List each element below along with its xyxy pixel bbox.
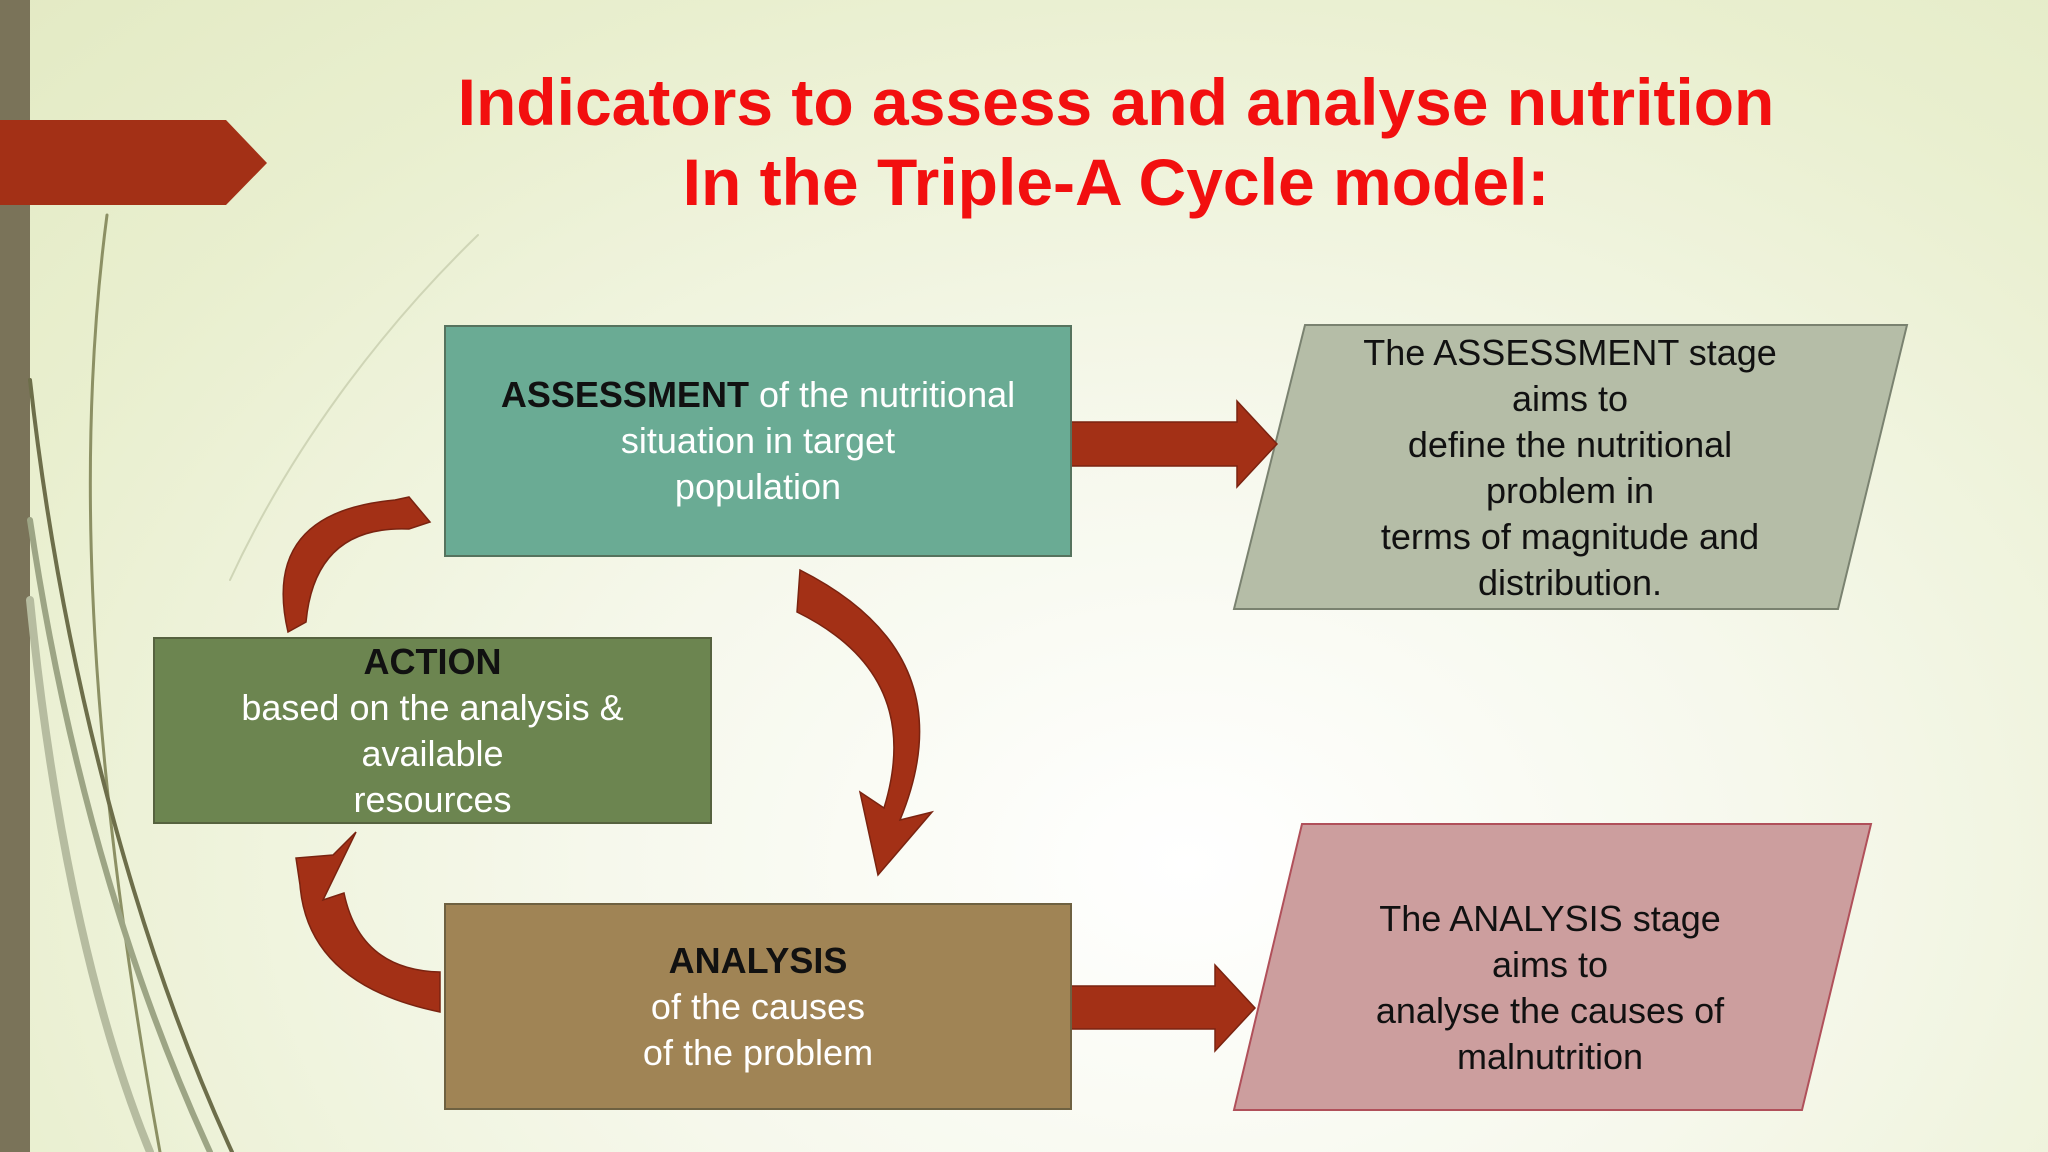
analysis-desc-line: The ANALYSIS stage [1379,898,1721,939]
action-box[interactable]: ACTION based on the analysis & available… [153,637,712,824]
assessment-keyword: ASSESSMENT [500,374,749,415]
cycle-arrow-analysis-to-action[interactable] [295,831,441,1013]
action-line-3: resources [353,778,512,820]
assessment-desc-line: distribution. [1477,562,1663,603]
analysis-description: The ANALYSIS stage aims to analyse the c… [1270,868,1830,1108]
action-line-2: available [361,732,504,774]
analysis-desc-shape [1232,823,1873,1111]
assessment-line-1-rest: of the nutritional [748,374,1016,415]
title-line-2: In the Triple-A Cycle model: [682,145,1550,219]
analysis-desc-line: analyse the causes of [1375,990,1725,1031]
assessment-line-1: ASSESSMENT of the nutritional [501,372,1015,418]
assessment-desc-shape [1232,324,1909,610]
cycle-arrow-assessment-to-analysis[interactable] [796,568,935,877]
action-line-1: based on the analysis & [241,686,624,728]
cycle-arrow-action-to-assessment[interactable] [282,496,432,634]
assessment-desc-line: The ASSESSMENT stage [1363,332,1777,373]
assessment-box[interactable]: ASSESSMENT of the nutritional situation … [444,325,1072,557]
assessment-line-2: situation in target [620,420,896,461]
assessment-description: The ASSESSMENT stage aims to define the … [1290,328,1850,608]
analysis-box[interactable]: ANALYSIS of the causes of the problem [444,903,1072,1110]
decorative-strands [26,213,479,1152]
slide-title: Indicators to assess and analyse nutriti… [380,62,1852,222]
action-keyword: ACTION [363,640,502,682]
assessment-desc-line: define the nutritional [1407,424,1733,465]
analysis-desc-line: aims to [1491,944,1609,985]
assessment-desc-line: aims to [1511,378,1629,419]
analysis-desc-line: malnutrition [1456,1036,1644,1077]
title-marker-arrow [0,120,267,205]
arrow-assessment-to-desc[interactable] [1070,399,1279,489]
title-line-1: Indicators to assess and analyse nutriti… [457,65,1775,139]
analysis-line-1: of the causes [650,985,866,1027]
arrow-analysis-to-desc[interactable] [1070,963,1257,1053]
analysis-keyword: ANALYSIS [668,939,848,981]
assessment-line-3: population [674,466,842,507]
assessment-desc-line: terms of magnitude and [1380,516,1760,557]
analysis-line-2: of the problem [642,1031,874,1073]
assessment-desc-line: problem in [1485,470,1655,511]
